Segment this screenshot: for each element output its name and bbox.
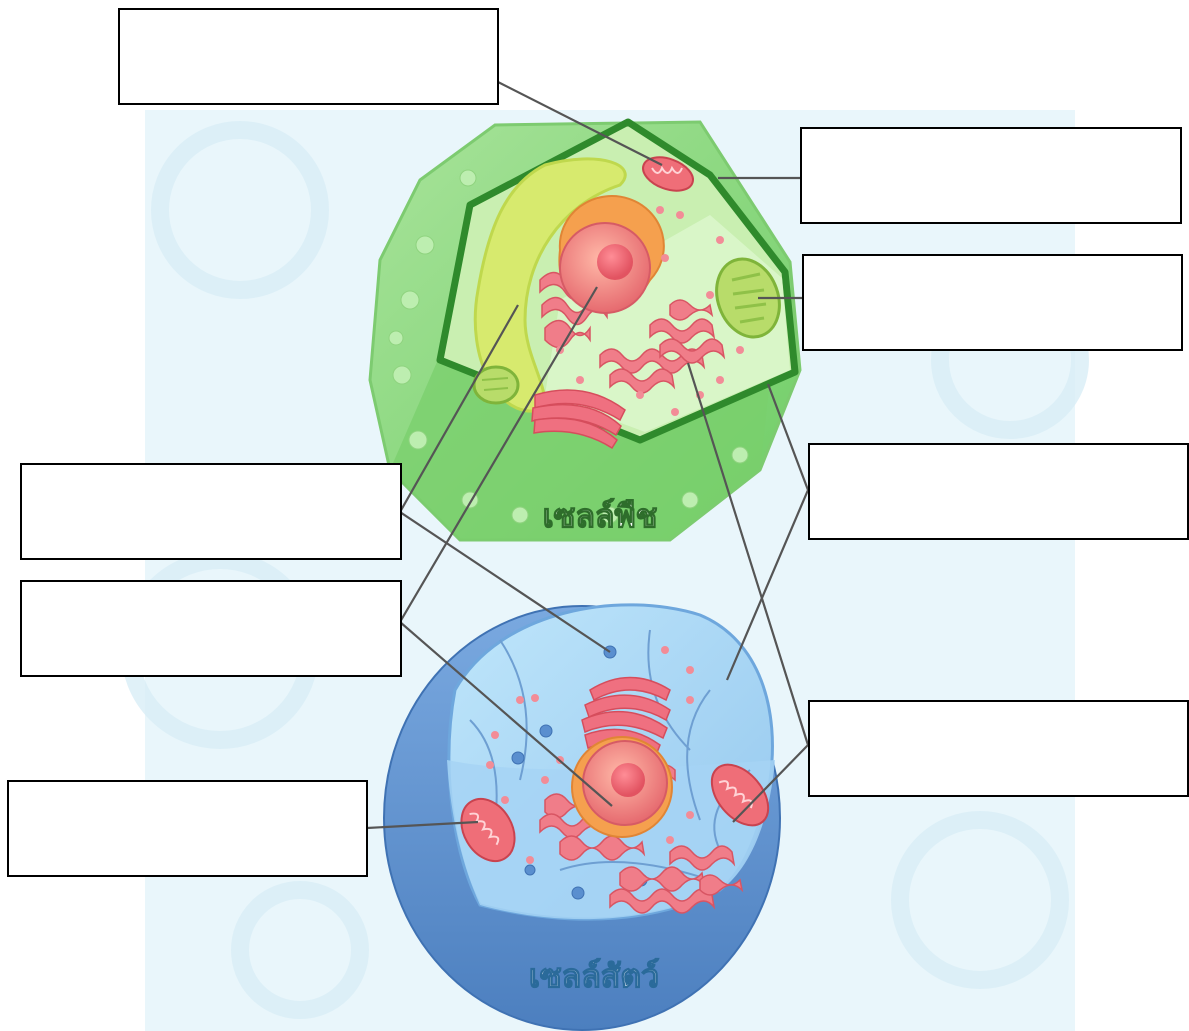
plant-rough-er [599, 299, 726, 394]
plant-wall-pits [388, 169, 749, 524]
plant-cell: เซลล์พืช [368, 118, 802, 542]
animal-mitochondrion-right [710, 763, 770, 827]
animal-cytoskeleton [469, 629, 751, 881]
label-box-right-3[interactable] [808, 443, 1189, 540]
animal-mitochondrion-left [460, 798, 516, 862]
plant-nucleus [558, 195, 665, 314]
label-box-right-1[interactable] [800, 127, 1182, 224]
label-box-left-2[interactable] [20, 580, 402, 677]
plant-vacuole [473, 157, 627, 413]
label-box-left-1[interactable] [20, 463, 402, 560]
animal-ribosomes [486, 646, 694, 864]
label-box-left-3[interactable] [7, 780, 368, 877]
animal-rough-er [609, 845, 744, 914]
animal-nucleus [571, 736, 673, 838]
label-box-right-2[interactable] [802, 254, 1183, 351]
chloroplast-right [715, 257, 781, 339]
animal-golgi [581, 676, 671, 757]
leader-left-3 [366, 820, 479, 830]
leader-top-left [497, 81, 663, 166]
animal-cell-caption: เซลล์สัตว์ [529, 957, 659, 995]
label-box-top-left[interactable] [118, 8, 499, 105]
plant-cell-caption: เซลล์พืช [543, 497, 658, 535]
label-box-right-4[interactable] [808, 700, 1189, 797]
plant-golgi [531, 389, 626, 450]
plant-mitochondrion [642, 156, 694, 192]
chloroplast-left [472, 365, 520, 405]
animal-cell: เซลล์สัตว์ [383, 603, 781, 1031]
